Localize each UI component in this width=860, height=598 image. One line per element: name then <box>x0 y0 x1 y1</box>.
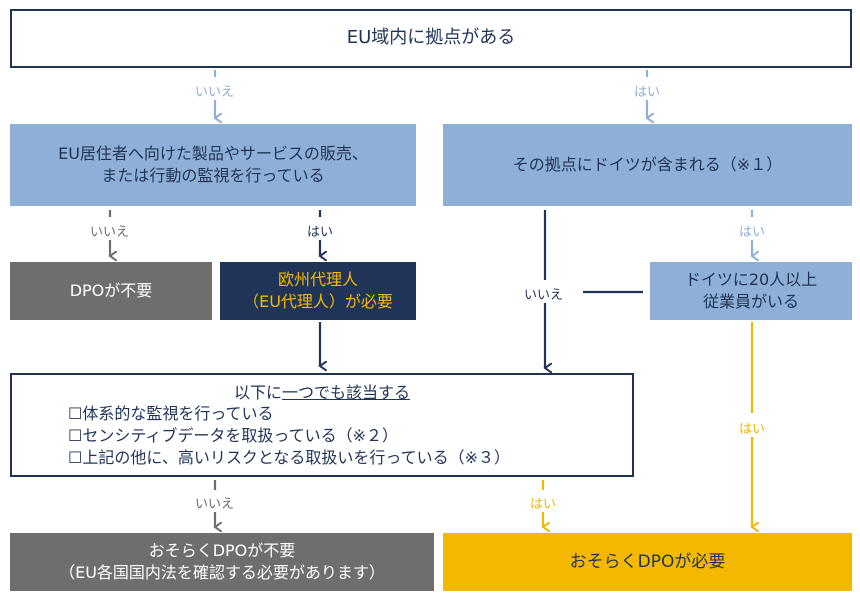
maybe-dpo-needed-text: おそらくDPOが必要 <box>569 551 726 572</box>
maybe-dpo-not-needed-line1: おそらくDPOが不要 <box>148 541 296 561</box>
eu-representative-line1: 欧州代理人 <box>277 270 358 290</box>
label-no-leftq: いいえ <box>90 225 130 240</box>
germany-question-box: ドイツに20人以上 従業員がいる <box>650 262 852 320</box>
condition-item: ☐センシティブデータを取扱っている（※２） <box>68 426 398 445</box>
label-yes-conditions: はい <box>530 497 557 512</box>
conditions-title-pre: 以下に <box>233 382 282 402</box>
right-question-text: その拠点にドイツが含まれる（※１） <box>512 155 783 175</box>
conditions-title: 以下に一つでも該当する <box>234 382 410 404</box>
label-no-conditions: いいえ <box>195 497 235 512</box>
maybe-dpo-needed-box: おそらくDPOが必要 <box>443 533 852 591</box>
eu-representative-line2: （EU代理人）が必要 <box>243 292 393 311</box>
label-yes-rightq: はい <box>739 225 766 240</box>
top-question-text: EU域内に拠点がある <box>346 27 516 49</box>
left-question-line1: EU居住者へ向けた製品やサービスの販売、 <box>58 144 368 164</box>
label-no-rightq: いいえ <box>524 288 564 303</box>
label-yes-top-right: はい <box>634 85 661 100</box>
top-question-box: EU域内に拠点がある <box>10 9 852 68</box>
germany-question-line1: ドイツに20人以上 <box>684 270 818 290</box>
label-no-top-left: いいえ <box>195 85 235 100</box>
label-yes-leftq: はい <box>307 225 334 240</box>
conditions-list: ☐体系的な監視を行っている ☐センシティブデータを取扱っている（※２） ☐上記の… <box>68 403 510 468</box>
maybe-dpo-not-needed-line2: （EU各国国内法を確認する必要があります） <box>59 563 385 582</box>
eu-representative-box: 欧州代理人 （EU代理人）が必要 <box>220 262 416 320</box>
maybe-dpo-not-needed-box: おそらくDPOが不要 （EU各国国内法を確認する必要があります） <box>10 533 434 591</box>
left-question-line2: または行動の監視を行っている <box>101 166 325 185</box>
condition-item: ☐体系的な監視を行っている <box>68 404 274 424</box>
germany-question-line2: 従業員がいる <box>702 292 799 311</box>
label-yes-germany: はい <box>739 422 766 437</box>
condition-item: ☐上記の他に、高いリスクとなる取扱いを行っている（※３） <box>68 447 510 467</box>
dpo-not-needed-box: DPOが不要 <box>10 262 212 320</box>
left-question-box: EU居住者へ向けた製品やサービスの販売、 または行動の監視を行っている <box>10 124 416 206</box>
conditions-box: 以下に一つでも該当する ☐体系的な監視を行っている ☐センシティブデータを取扱っ… <box>10 373 634 477</box>
conditions-title-underlined: 一つでも該当する <box>282 382 411 402</box>
right-question-box: その拠点にドイツが含まれる（※１） <box>443 124 852 206</box>
dpo-not-needed-text: DPOが不要 <box>69 281 153 301</box>
